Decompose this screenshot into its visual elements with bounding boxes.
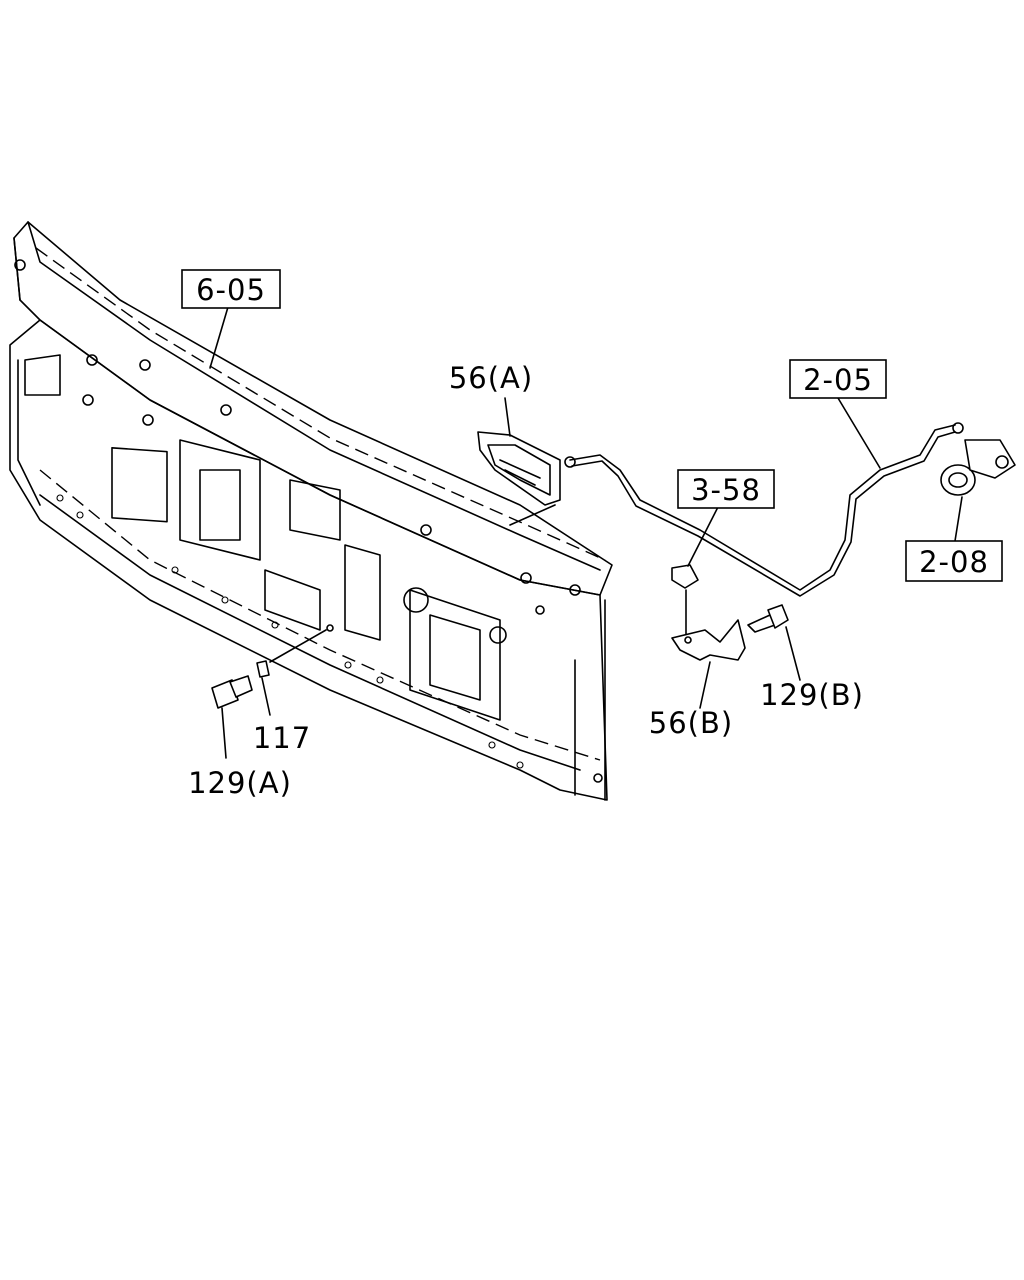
callout-2-08: 2-08 <box>905 540 1003 582</box>
connector-56a <box>477 431 576 506</box>
leader-lines <box>209 306 963 759</box>
bolt-129b <box>747 604 789 633</box>
part-label-56a: 56(A) <box>449 361 533 395</box>
part-label-117: 117 <box>253 721 311 755</box>
callout-6-05-text: 6-05 <box>196 273 266 307</box>
hydraulic-line <box>569 424 956 597</box>
clip-3-58 <box>671 564 699 589</box>
callout-2-05-text: 2-05 <box>803 363 873 397</box>
slave-cylinder <box>940 422 1016 496</box>
bolt-129a <box>211 675 253 709</box>
part-label-129a: 129(A) <box>188 766 292 800</box>
washer-117 <box>256 660 270 678</box>
part-label-129b: 129(B) <box>760 678 864 712</box>
callout-3-58-text: 3-58 <box>691 473 761 507</box>
callout-6-05: 6-05 <box>181 269 281 309</box>
bracket-56b <box>671 589 746 661</box>
callout-3-58: 3-58 <box>677 469 775 509</box>
dash-panel <box>9 221 613 801</box>
callout-2-05: 2-05 <box>789 359 887 399</box>
callout-2-08-text: 2-08 <box>919 545 989 579</box>
part-label-56b: 56(B) <box>649 706 733 740</box>
